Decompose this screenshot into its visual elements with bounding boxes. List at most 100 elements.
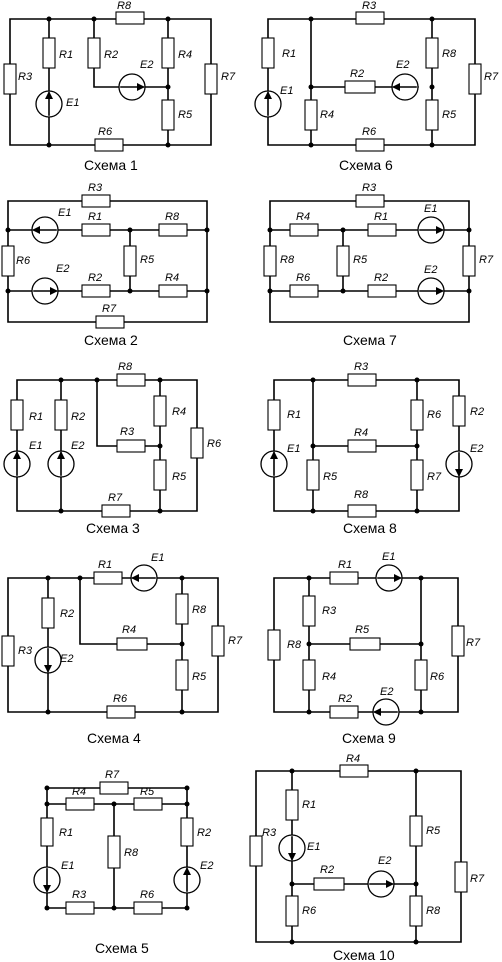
wire <box>7 200 208 323</box>
emf-source-icon <box>3 450 31 478</box>
junction-node <box>127 288 133 294</box>
element-label: E1 <box>287 443 300 455</box>
junction-node <box>413 881 419 887</box>
junction-node <box>184 801 190 807</box>
resistor <box>133 797 163 811</box>
junction-node <box>310 377 316 383</box>
resistor <box>285 895 299 927</box>
junction-node <box>5 227 11 233</box>
element-label: R3 <box>362 0 377 12</box>
element-label: R4 <box>122 624 136 636</box>
element-label: R7 <box>221 71 236 83</box>
resistor <box>153 395 167 427</box>
emf-source-icon <box>31 277 59 305</box>
junction-node <box>127 227 133 233</box>
element-label: R8 <box>354 489 369 501</box>
resistor <box>347 504 377 518</box>
resistor <box>347 439 377 453</box>
element-label: R7 <box>466 637 481 649</box>
scheme-caption: Схема 4 <box>87 730 141 746</box>
junction-node <box>44 785 50 791</box>
element-label: R2 <box>350 68 364 80</box>
element-label: R3 <box>362 182 377 194</box>
junction-node <box>165 142 171 148</box>
element-label: E2 <box>424 264 437 276</box>
junction-node <box>157 377 163 383</box>
element-label: R2 <box>104 49 118 61</box>
element-label: E2 <box>71 440 84 452</box>
resistor <box>336 245 350 277</box>
element-label: E1 <box>151 552 164 564</box>
s1-emf-E2 <box>118 73 146 101</box>
element-label: R2 <box>374 272 388 284</box>
wire <box>269 200 470 323</box>
wire <box>96 379 118 447</box>
element-label: R7 <box>470 873 485 885</box>
resistor <box>190 427 204 459</box>
element-label: E2 <box>378 855 391 867</box>
element-label: R1 <box>29 411 43 423</box>
resistor <box>211 625 225 657</box>
junction-node <box>157 508 163 514</box>
resistor <box>180 817 194 847</box>
junction-node <box>77 575 83 581</box>
s1-resistor-R3 <box>3 63 17 95</box>
junction-node <box>466 227 472 233</box>
element-label: E1 <box>424 203 437 215</box>
resistor <box>116 439 146 453</box>
resistor <box>410 399 424 431</box>
resistor <box>302 595 316 627</box>
element-label: R6 <box>430 671 445 683</box>
emf-source-icon <box>34 646 62 674</box>
junction-node <box>204 227 210 233</box>
junction-node <box>45 575 51 581</box>
element-label: R8 <box>442 48 457 60</box>
emf-source-icon <box>173 866 201 894</box>
junction-node <box>58 508 64 514</box>
junction-node <box>267 288 273 294</box>
element-label: R3 <box>354 361 369 373</box>
scheme-caption: Схема 3 <box>86 520 140 536</box>
element-label: R8 <box>426 905 441 917</box>
resistor <box>261 37 275 69</box>
junction-node <box>91 16 97 22</box>
emf-source-icon <box>33 866 61 894</box>
element-label: R2 <box>71 411 85 423</box>
element-label: R5 <box>178 109 193 121</box>
scheme-caption: Схема 10 <box>333 947 395 962</box>
element-label: R5 <box>172 471 187 483</box>
resistor <box>158 284 188 298</box>
junction-node <box>310 508 316 514</box>
resistor <box>99 781 129 795</box>
element-label: R3 <box>120 426 135 438</box>
resistor <box>306 459 320 491</box>
element-label: R5 <box>140 254 155 266</box>
element-label: R1 <box>59 827 73 839</box>
resistor <box>41 597 55 629</box>
resistor <box>175 659 189 691</box>
element-label: E1 <box>382 551 395 563</box>
element-label: E1 <box>29 440 42 452</box>
resistor <box>267 629 281 661</box>
junction-node <box>184 785 190 791</box>
resistor <box>344 80 376 94</box>
junction-node <box>204 288 210 294</box>
s1-resistor-R2 <box>87 37 101 69</box>
junction-node <box>165 84 171 90</box>
junction-node <box>111 905 117 911</box>
element-label: R5 <box>426 825 441 837</box>
resistor <box>106 705 136 719</box>
element-label: R6 <box>16 255 31 267</box>
resistor <box>249 835 263 867</box>
resistor <box>107 835 121 869</box>
resistor <box>425 99 439 131</box>
junction-node <box>429 84 435 90</box>
element-label: R2 <box>197 827 211 839</box>
resistor <box>409 895 423 927</box>
element-label: R3 <box>18 71 33 83</box>
junction-node <box>184 905 190 911</box>
